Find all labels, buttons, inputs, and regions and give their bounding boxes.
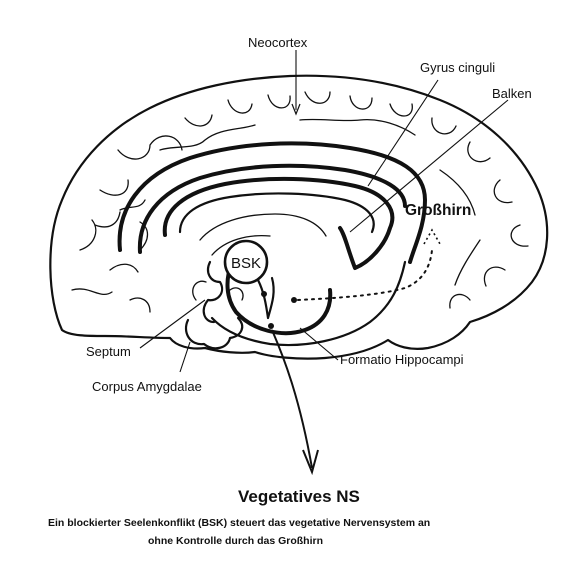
node-dot-2 (268, 323, 274, 329)
corpus-callosum-inner (180, 193, 374, 232)
label-septum: Septum (86, 344, 131, 359)
node-dot-3 (291, 297, 297, 303)
title-vegetatives-ns: Vegetatives NS (238, 487, 360, 506)
bsk-label: BSK (231, 255, 261, 272)
node-dot-1 (261, 291, 267, 297)
arrow-to-vegetative-ns (272, 330, 312, 468)
label-balken: Balken (492, 86, 532, 101)
corpus-callosum (165, 179, 393, 268)
bsk-pathway (258, 278, 274, 318)
label-grosshirn: Großhirn (405, 202, 471, 219)
label-gyrus-cinguli: Gyrus cinguli (420, 60, 495, 75)
label-neocortex: Neocortex (248, 35, 308, 50)
gyrus-cinguli-band (120, 143, 425, 262)
label-corpus-amygdalae: Corpus Amygdalae (92, 379, 202, 394)
leader-gyrus-cinguli (368, 80, 438, 186)
label-formatio-hippocampi: Formatio Hippocampi (340, 352, 464, 367)
caption-line-1: Ein blockierter Seelenkonflikt (BSK) ste… (48, 517, 430, 529)
septum-region (204, 262, 222, 322)
dotted-arrowhead (424, 230, 440, 244)
caption-line-2: ohne Kontrolle durch das Großhirn (148, 535, 323, 547)
